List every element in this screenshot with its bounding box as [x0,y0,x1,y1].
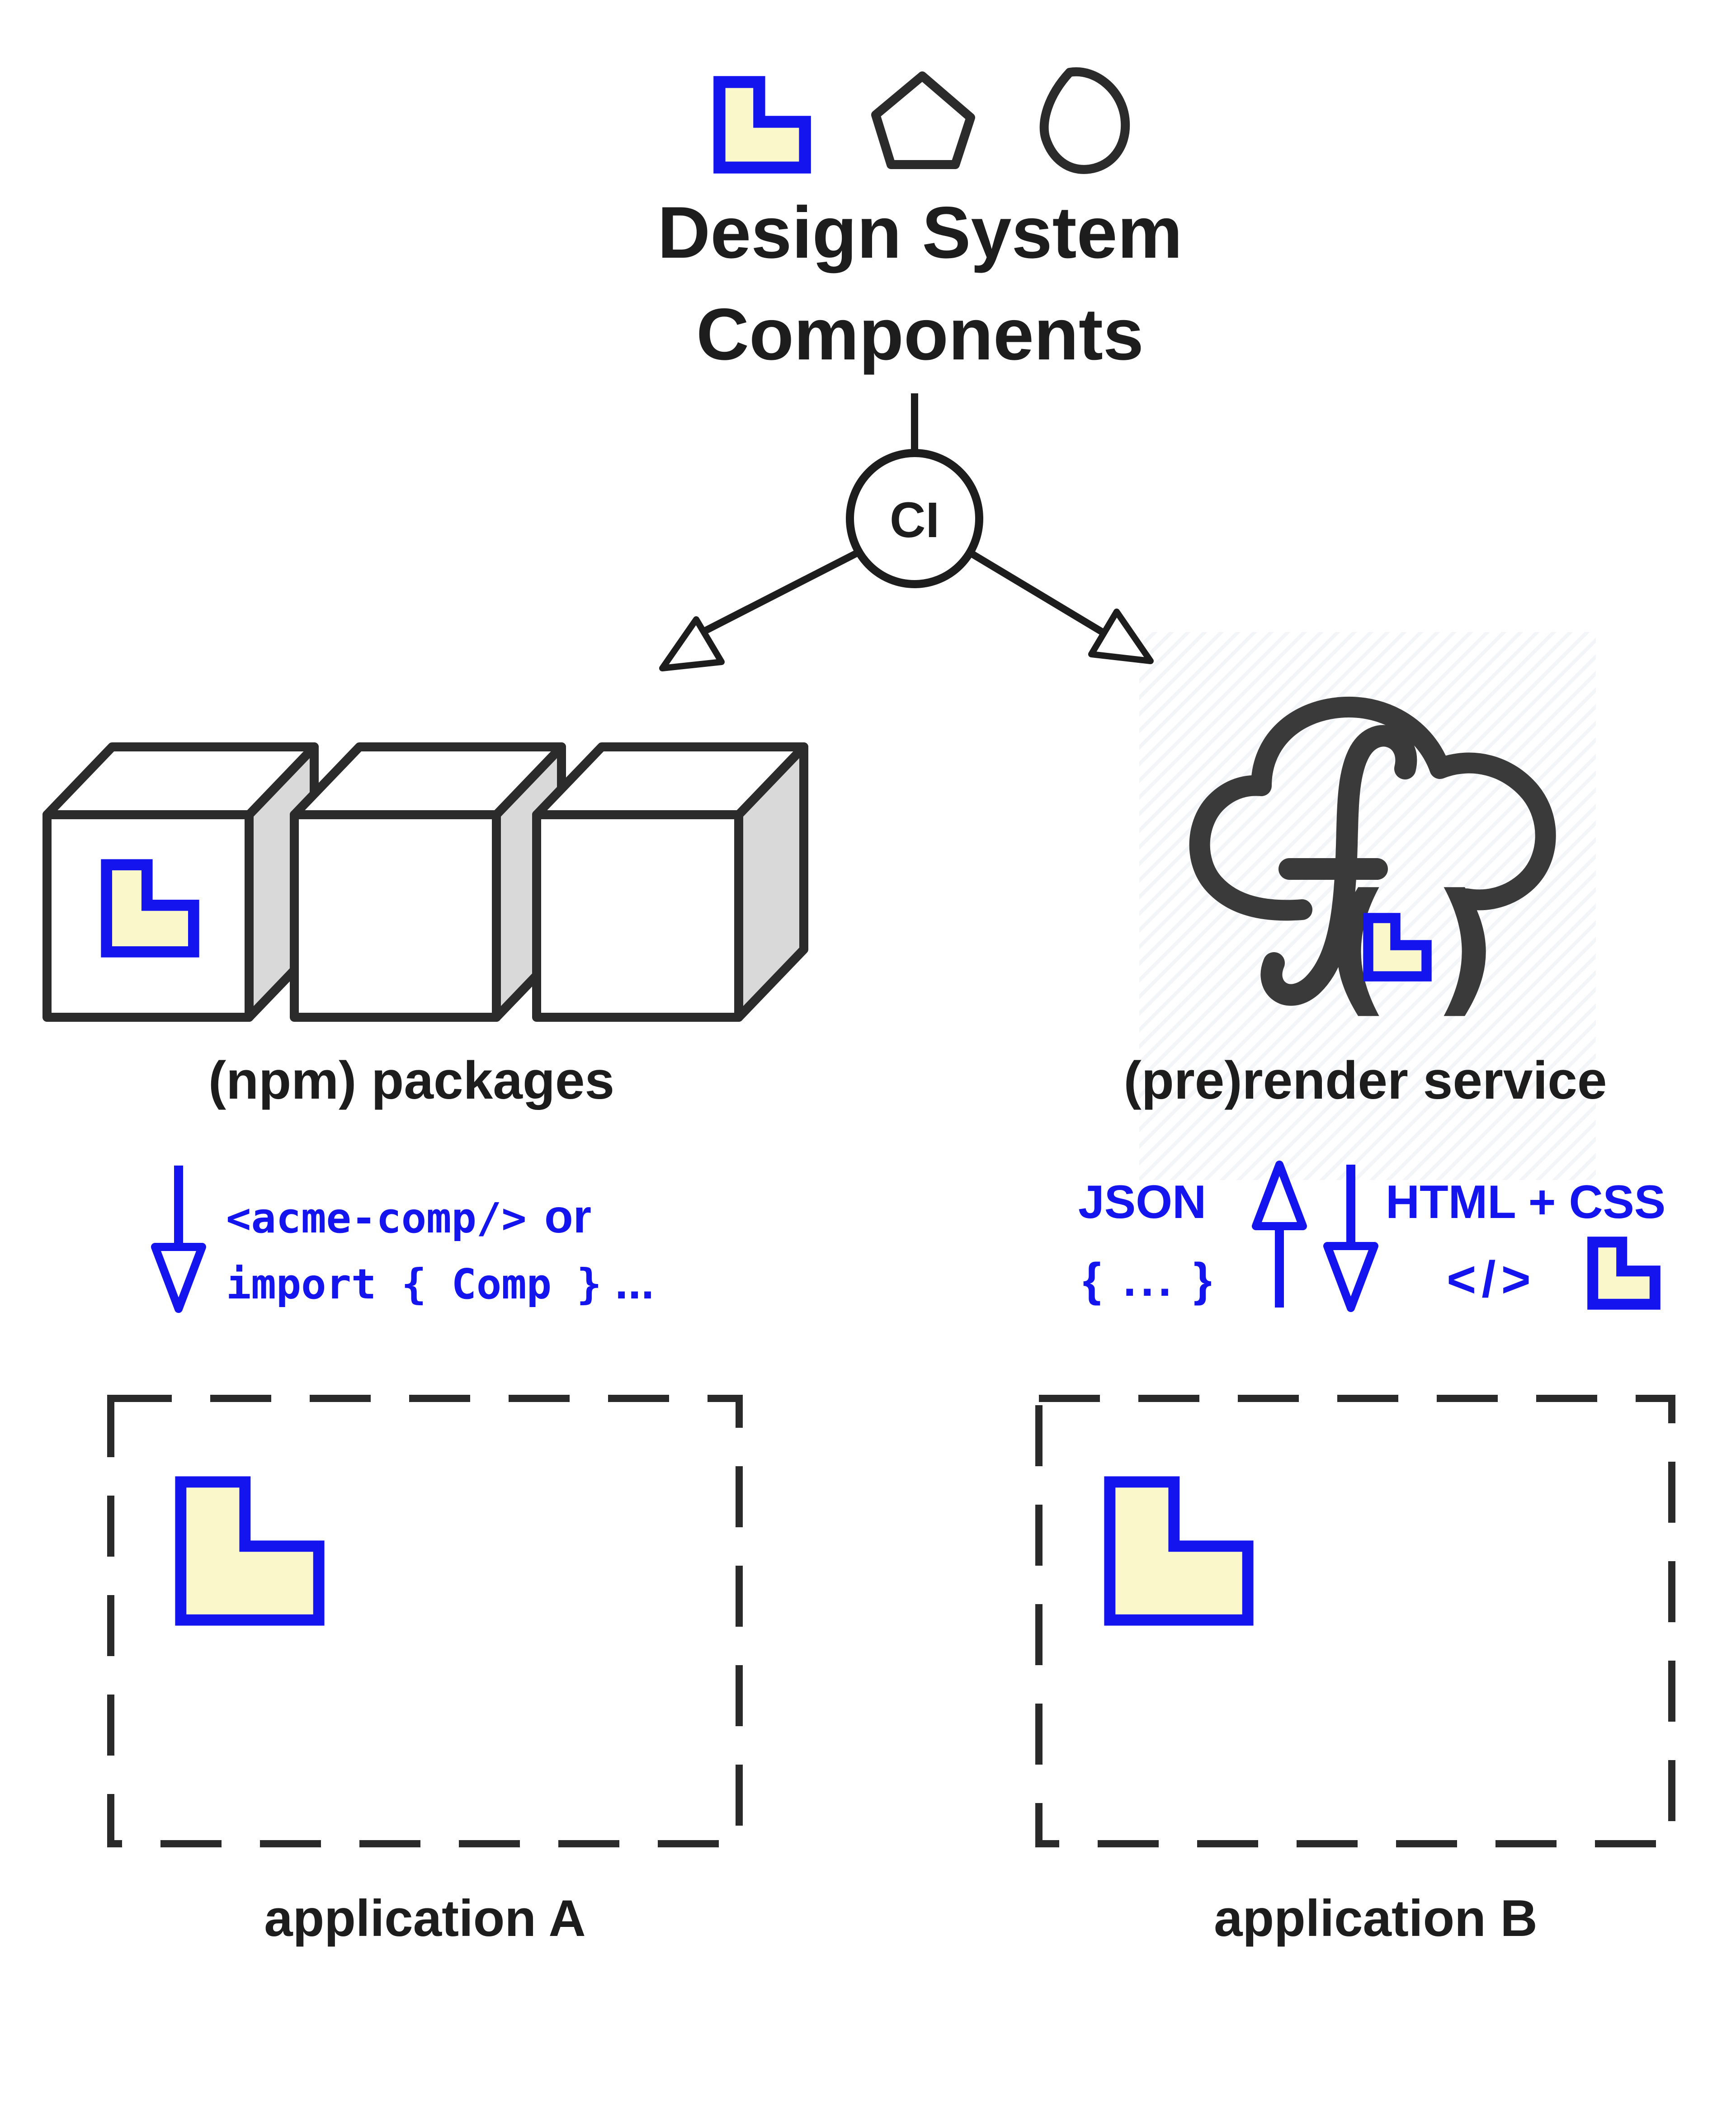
application-a-label: application A [264,1890,586,1947]
application-b: application B [1035,1395,1675,1947]
render-flow: JSON { ... } HTML + CSS </> [1078,1161,1665,1312]
application-b-label: application B [1214,1890,1538,1947]
ci-label: CI [890,492,939,548]
cube-1 [42,742,319,1022]
cloud-outline [1189,696,1556,921]
cube-3 [532,742,808,1022]
blob-icon [1039,67,1130,174]
left-arrowhead-icon [659,616,725,671]
page-title: Design System Components [657,192,1182,375]
cube-2 [290,742,566,1022]
cloud-function-icon: ( ) [1189,696,1556,1031]
npm-packages-label: (npm) packages [208,1051,614,1110]
json-label: JSON [1078,1176,1206,1228]
component-l-icon [1587,1237,1661,1310]
component-l-icon [101,859,199,958]
json-body: { ... } [1083,1254,1216,1306]
component-l-icon [713,76,811,174]
html-css-label: HTML + CSS [1386,1176,1665,1228]
ci-circle [846,449,983,588]
arrow-up-head-icon [1252,1161,1307,1230]
title-line-2: Components [696,293,1144,375]
ci-node: CI [846,393,983,588]
component-l-icon [175,1476,325,1626]
design-system-icons [713,67,1130,174]
arrow-down-head-icon [1323,1242,1378,1312]
code-line-2: import { Comp } ... [226,1256,654,1309]
close-paren-glyph: ) [1432,863,1498,1031]
component-l-icon [1104,1476,1254,1626]
component-l-icon [1363,913,1432,982]
title-line-1: Design System [657,192,1182,274]
arrow-down-head-icon [151,1243,206,1313]
application-a: application A [107,1395,743,1947]
application-b-box [1035,1395,1675,1847]
pentagon-icon [871,71,975,169]
code-line-1: <acme-comp/> or [226,1190,591,1243]
right-branch-line [967,549,1110,638]
right-arrowhead-icon [1088,609,1154,664]
hatch-texture [1139,632,1596,1180]
application-a-box [107,1395,743,1847]
npm-flow: <acme-comp/> or import { Comp } ... [151,1166,654,1313]
branch-arrows [659,548,1154,671]
left-branch-line [703,548,861,634]
code-tag-icon: </> [1447,1251,1536,1308]
packages-cubes-icon [42,742,808,1022]
render-service-label: (pre)render service [1123,1051,1607,1110]
